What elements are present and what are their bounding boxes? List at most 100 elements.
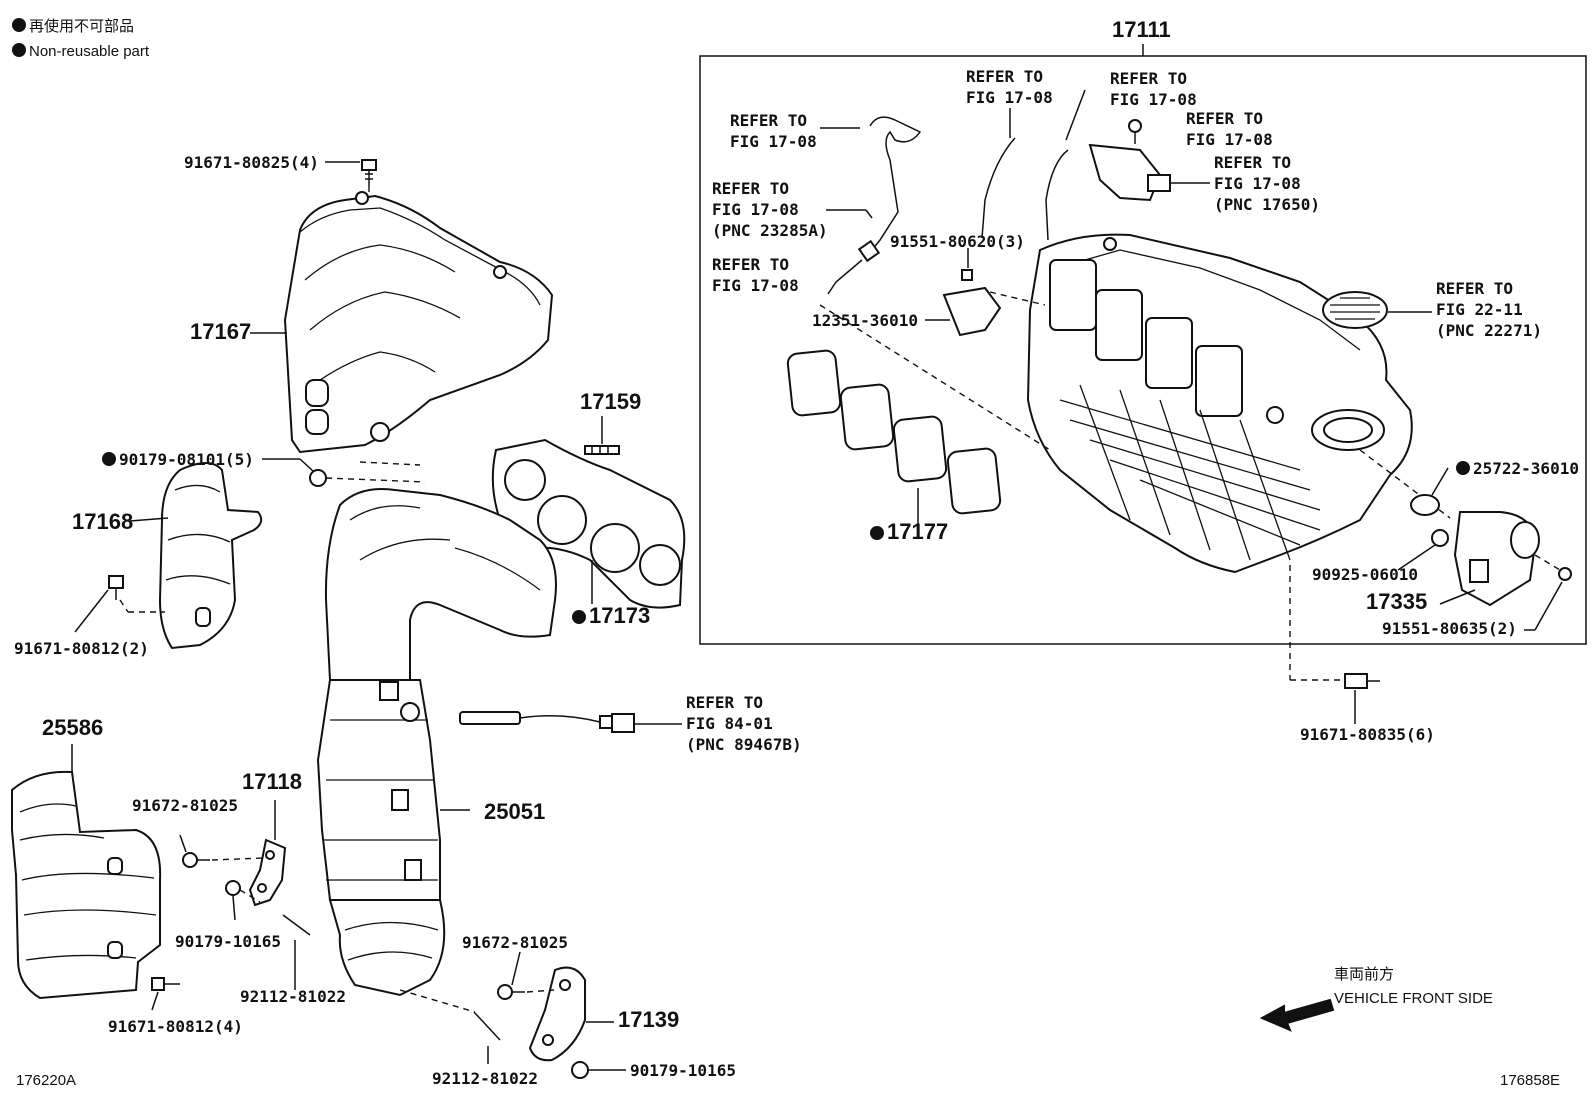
stud-92112-81022-a <box>282 914 311 936</box>
refer-line: REFER TO <box>686 693 764 712</box>
nut-90179-10165-b <box>571 1061 589 1079</box>
non-reusable-dot-icon <box>572 610 586 624</box>
refer-pnc: (PNC 89467B) <box>686 735 802 754</box>
refer-fig: FIG 17-08 <box>712 276 799 295</box>
refer-fig: FIG 22-11 <box>1436 300 1523 319</box>
bolt-91551-80620 <box>961 269 973 281</box>
label-17173: 17173 <box>572 604 650 628</box>
label-90179-10165-b: 90179-10165 <box>630 1061 736 1080</box>
hose-c <box>1045 149 1069 241</box>
front-arrow <box>1259 998 1335 1032</box>
label-17139: 17139 <box>618 1007 680 1032</box>
intake-gaskets-17177 <box>786 349 1002 515</box>
non-reusable-dot-icon <box>102 452 116 466</box>
refer-callout-5: REFER TO FIG 17-08 <box>1110 68 1197 110</box>
exhaust-manifold-25051 <box>316 488 557 997</box>
refer-pnc: (PNC 23285A) <box>712 221 828 240</box>
non-reusable-dot-icon <box>1456 461 1470 475</box>
label-91672-81025-b: 91672-81025 <box>462 933 568 952</box>
label-91671-80825: 91671-80825(4) <box>184 153 319 172</box>
refer-line: REFER TO <box>712 255 790 274</box>
refer-callout-3: REFER TO FIG 17-08 <box>712 254 799 296</box>
refer-fig: FIG 17-08 <box>966 88 1053 107</box>
label-91551-80635: 91551-80635(2) <box>1382 619 1517 638</box>
bolt-91671-80812-4 <box>151 977 180 991</box>
heat-insulator-17168-shape <box>158 462 263 650</box>
label-17118: 17118 <box>242 769 302 794</box>
label-25722-36010: 25722-36010 <box>1456 460 1579 478</box>
nut-90179-10165-a <box>225 880 241 896</box>
refer-line: REFER TO <box>1110 69 1188 88</box>
bolt-91671-80825 <box>361 159 377 186</box>
bracket-17139 <box>528 966 586 1062</box>
label-17111: 17111 <box>1112 17 1171 42</box>
legend-en: Non-reusable part <box>12 43 149 61</box>
label-12351-36010: 12351-36010 <box>812 311 918 330</box>
label-90179-10165-a: 90179-10165 <box>175 932 281 951</box>
front-label-jp: 車両前方 <box>1334 966 1395 983</box>
oxygen-sensor <box>459 711 635 733</box>
label-91671-80812-4: 91671-80812(4) <box>108 1017 243 1036</box>
non-reusable-dot-icon <box>870 526 884 540</box>
refer-line: REFER TO <box>730 111 808 130</box>
legend-jp: 再使用不可部品 <box>12 18 134 36</box>
front-label-en: VEHICLE FRONT SIDE <box>1334 990 1493 1007</box>
label-91671-80835: 91671-80835(6) <box>1300 725 1435 744</box>
refer-line: REFER TO <box>1214 153 1292 172</box>
refer-callout-8: REFER TO FIG 22-11 (PNC 22271) <box>1436 278 1542 341</box>
label-91672-81025-a: 91672-81025 <box>132 796 238 815</box>
refer-callout-4: REFER TO FIG 17-08 <box>966 66 1053 108</box>
label-17335: 17335 <box>1366 589 1428 614</box>
throttle-body-17335 <box>1453 511 1540 607</box>
figure-code-left: 176220A <box>16 1072 77 1089</box>
stud-17159 <box>584 445 620 455</box>
label-17177: 17177 <box>870 520 948 544</box>
refer-callout-2: REFER TO FIG 17-08 (PNC 23285A) <box>712 178 828 241</box>
bolt-vsv <box>1128 119 1142 144</box>
gasket-17173 <box>491 438 686 609</box>
heat-shield-25586 <box>11 770 162 1000</box>
label-91671-80812-2: 91671-80812(2) <box>14 639 149 658</box>
gasket-25722-36010 <box>1410 494 1440 516</box>
label-17167: 17167 <box>190 319 252 344</box>
non-reusable-dot-icon <box>12 43 26 57</box>
hose-fitting <box>857 239 881 263</box>
non-reusable-dot-icon <box>12 18 26 32</box>
label-25051: 25051 <box>484 799 546 824</box>
refer-pnc: (PNC 22271) <box>1436 321 1542 340</box>
refer-fig: FIG 17-08 <box>712 200 799 219</box>
refer-line: REFER TO <box>712 179 790 198</box>
bolt-91672-81025-b <box>497 984 525 1000</box>
refer-pnc: (PNC 17650) <box>1214 195 1320 214</box>
refer-callout-1: REFER TO FIG 17-08 <box>730 110 817 152</box>
label-92112-81022-b: 92112-81022 <box>432 1069 538 1088</box>
refer-fig: FIG 17-08 <box>1214 174 1301 193</box>
nut-90179-08101 <box>309 469 327 487</box>
hose-a <box>869 116 922 251</box>
label-91551-80620: 91551-80620(3) <box>890 232 1025 251</box>
refer-line: REFER TO <box>1436 279 1514 298</box>
refer-line: REFER TO <box>1186 109 1264 128</box>
refer-callout-7: REFER TO FIG 17-08 (PNC 17650) <box>1214 152 1320 215</box>
bracket-17118 <box>248 838 287 907</box>
hose-b <box>981 137 1016 239</box>
ring-90925-06010 <box>1431 529 1449 547</box>
heat-insulator-17167-shape <box>283 191 554 454</box>
refer-callout-6: REFER TO FIG 17-08 <box>1186 108 1273 150</box>
figure-code-right: 176858E <box>1500 1072 1561 1089</box>
refer-line: REFER TO <box>966 67 1044 86</box>
label-92112-81022-a: 92112-81022 <box>240 987 346 1006</box>
refer-callout-9: REFER TO FIG 84-01 (PNC 89467B) <box>686 692 802 755</box>
stud-92112-81022-b <box>473 1011 501 1041</box>
refer-fig: FIG 17-08 <box>1110 90 1197 109</box>
refer-fig: FIG 84-01 <box>686 714 773 733</box>
bolt-91671-80835 <box>1344 673 1380 689</box>
bracket-12351-36010 <box>942 286 1002 337</box>
bolt-91671-80812-2 <box>108 575 124 600</box>
refer-fig: FIG 17-08 <box>1186 130 1273 149</box>
label-25586: 25586 <box>42 715 104 740</box>
vsv-valve-17650 <box>1088 143 1171 202</box>
bolt-91672-81025-a <box>182 852 210 868</box>
